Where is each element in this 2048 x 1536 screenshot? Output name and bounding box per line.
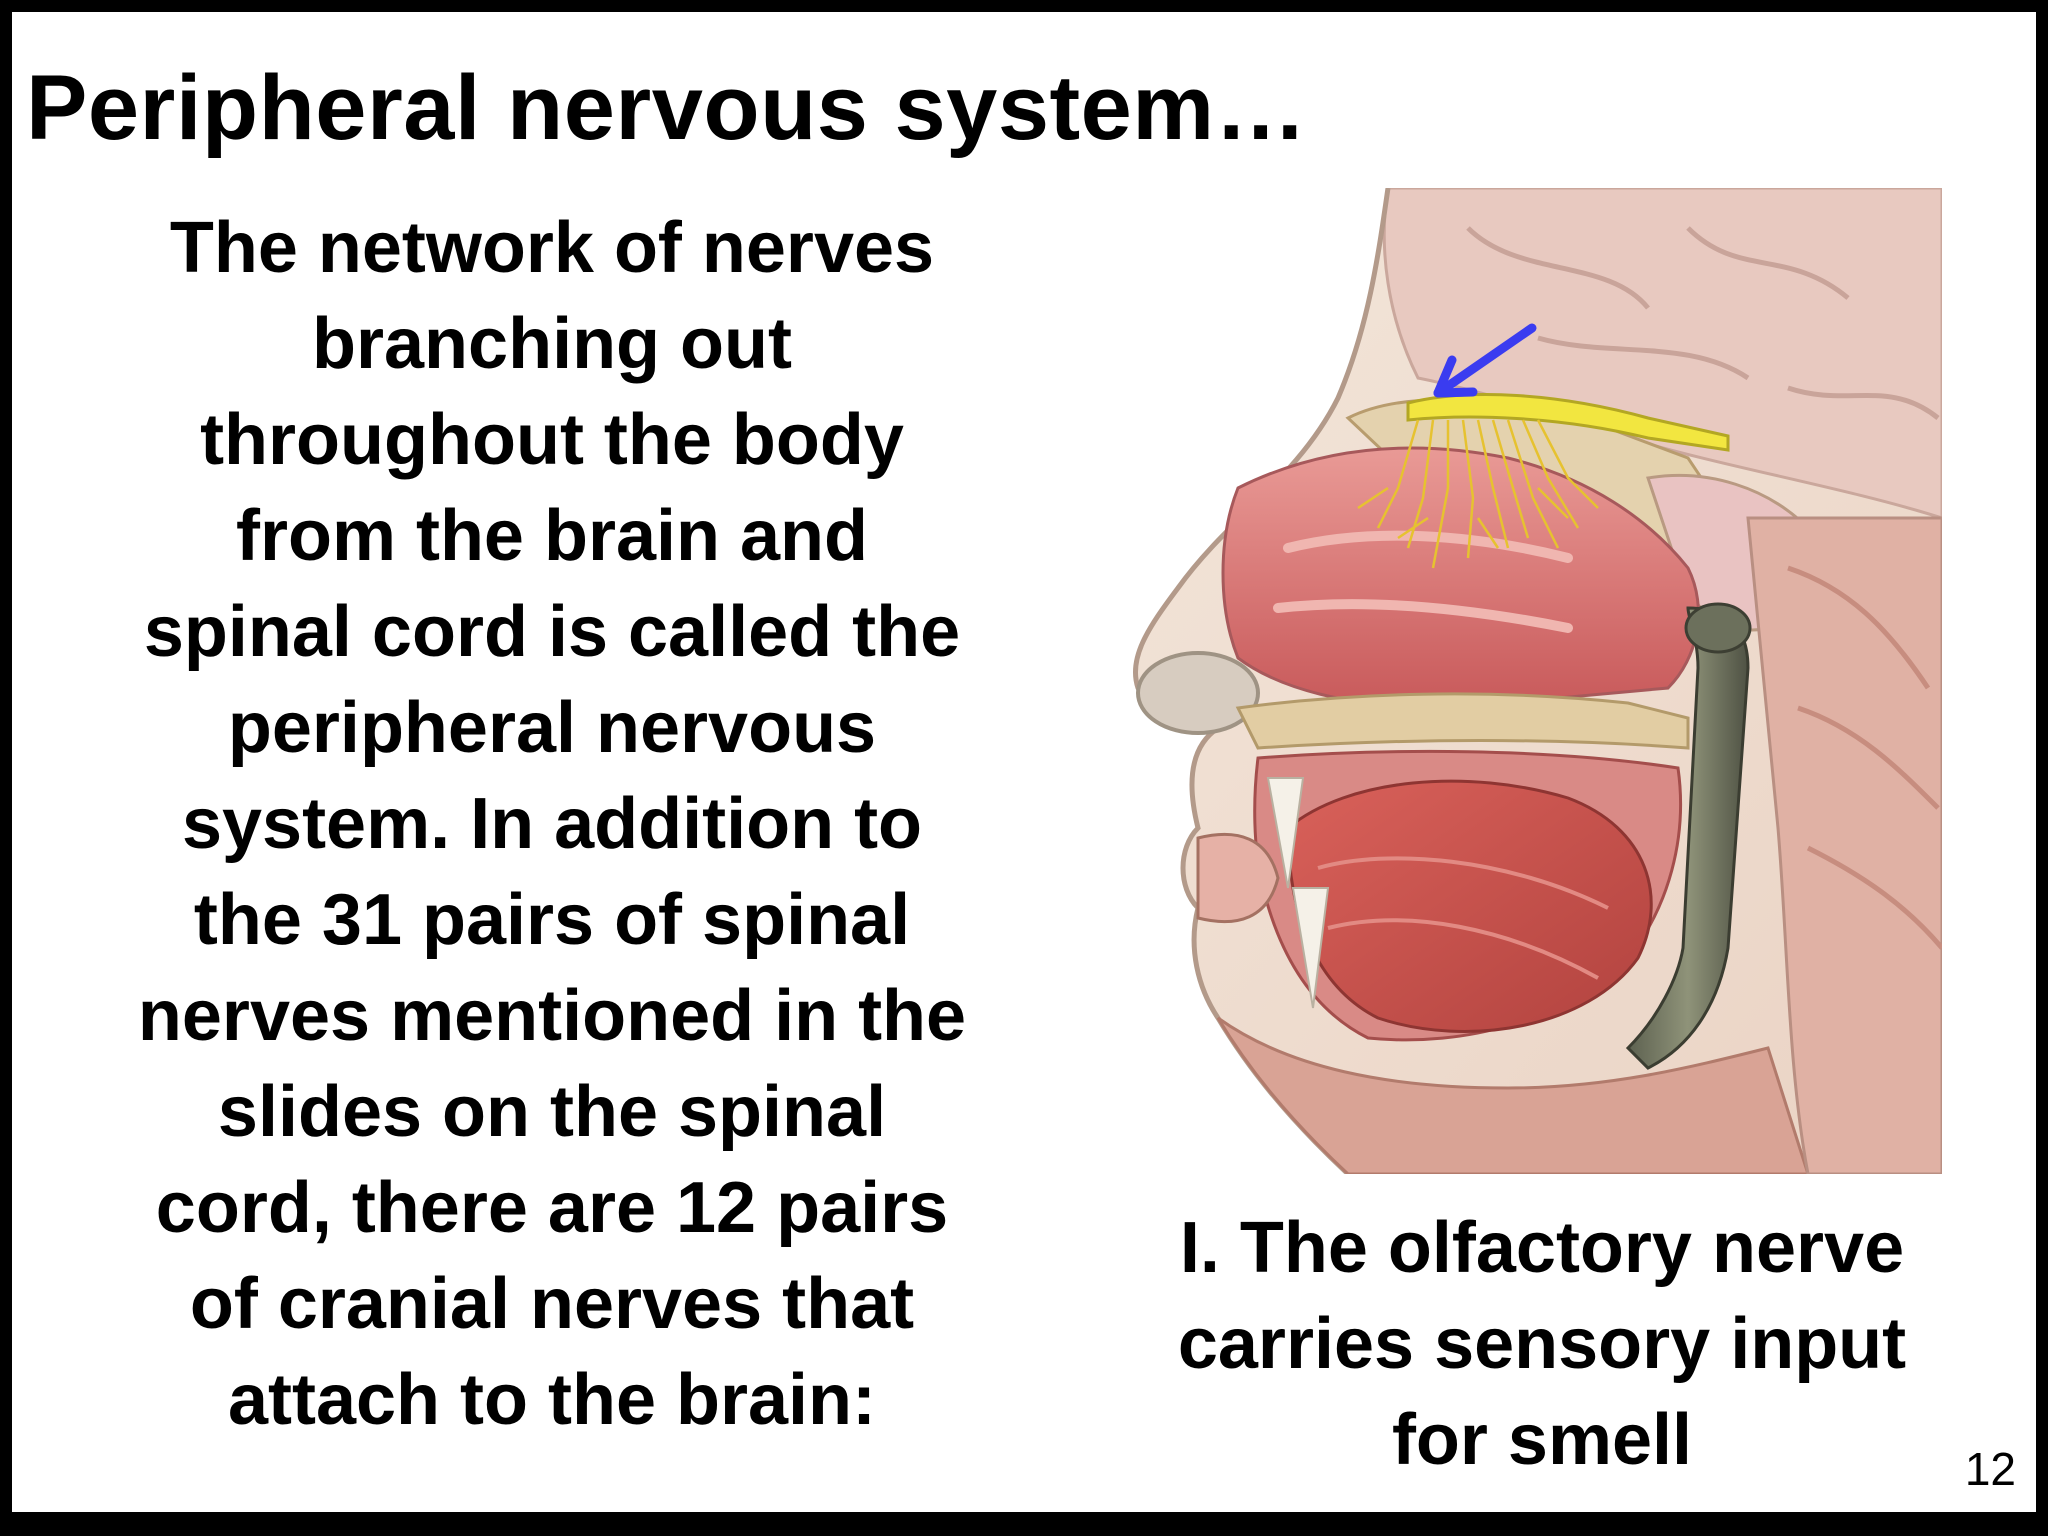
page-number: 12 bbox=[1964, 1443, 2016, 1495]
caption-line: for smell bbox=[1391, 1400, 1693, 1480]
figure-caption: I. The olfactory nerve carries sensory i… bbox=[1062, 1200, 2022, 1488]
body-line: from the brain and bbox=[235, 496, 869, 576]
body-line: cord, there are 12 pairs bbox=[155, 1168, 949, 1248]
body-line: slides on the spinal bbox=[217, 1072, 887, 1152]
body-line: of cranial nerves that bbox=[189, 1264, 915, 1344]
body-line: nerves mentioned in the bbox=[137, 976, 967, 1056]
neck-muscle-lines bbox=[1787, 565, 1942, 950]
slide-title: Peripheral nervous system… bbox=[26, 57, 1308, 159]
tooth-lower bbox=[1291, 887, 1330, 1009]
lips bbox=[1196, 832, 1280, 924]
tooth-upper bbox=[1266, 777, 1305, 889]
slide-canvas: Peripheral nervous system… The network o… bbox=[12, 12, 2036, 1512]
tongue-muscle-fibers bbox=[1317, 856, 1609, 980]
head-anatomy-illustration bbox=[1088, 188, 1942, 1174]
body-line: system. In addition to bbox=[181, 784, 923, 864]
nostril bbox=[1136, 651, 1260, 735]
hard-palate bbox=[1235, 692, 1690, 750]
neck-tissue bbox=[1746, 516, 1942, 1174]
tube-opening bbox=[1684, 602, 1752, 654]
olfactory-nerve-fibers bbox=[1357, 419, 1599, 569]
body-line: The network of nerves bbox=[169, 208, 935, 288]
pointer-arrow-head bbox=[1433, 355, 1478, 398]
body-line: the 31 pairs of spinal bbox=[193, 880, 911, 960]
brain-folds bbox=[1466, 226, 1940, 420]
body-line: peripheral nervous bbox=[227, 688, 877, 768]
pointer-arrow-shaft bbox=[1433, 323, 1537, 398]
body-line: throughout the body bbox=[200, 400, 904, 480]
body-line: branching out bbox=[312, 304, 792, 384]
nasal-conchae bbox=[1273, 530, 1573, 633]
olfactory-bulb bbox=[1406, 393, 1730, 452]
jaw-tissue bbox=[1216, 1016, 1810, 1174]
body-line: spinal cord is called the bbox=[143, 592, 961, 672]
tongue bbox=[1286, 779, 1653, 1033]
caption-line: I. The olfactory nerve bbox=[1179, 1208, 1905, 1288]
body-line: attach to the brain: bbox=[227, 1360, 877, 1440]
body-text: The network of nerves branching out thro… bbox=[52, 200, 1052, 1448]
caption-line: carries sensory input bbox=[1177, 1304, 1907, 1384]
